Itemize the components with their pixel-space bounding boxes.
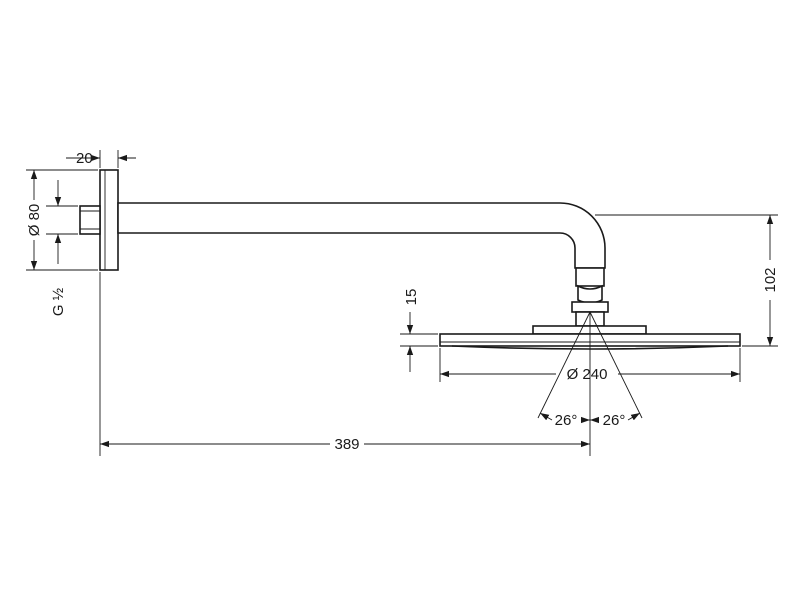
dim-flange-thickness: 20 <box>66 150 136 167</box>
label-flange-diameter: Ø 80 <box>26 204 43 237</box>
label-flange-thickness: 20 <box>76 150 93 167</box>
dim-thread: G ½ <box>50 180 67 316</box>
dim-head-thickness: 15 <box>403 289 420 372</box>
label-spray-angle-left: 26° <box>555 412 578 429</box>
wall-flange <box>99 169 119 271</box>
label-spray-angle-right: 26° <box>603 412 626 429</box>
label-arm-projection: 389 <box>334 436 359 453</box>
label-drop-height: 102 <box>762 267 779 292</box>
dim-spray-angles: 26° 26° <box>539 412 641 429</box>
label-thread: G ½ <box>50 287 67 316</box>
label-head-thickness: 15 <box>403 289 420 306</box>
dim-flange-diameter: Ø 80 <box>26 170 43 270</box>
shower-arm <box>117 202 606 269</box>
thread-connector <box>79 205 101 235</box>
label-head-diameter: Ø 240 <box>567 366 608 383</box>
dim-arm-projection: 389 <box>100 436 590 453</box>
dim-drop-height: 102 <box>762 215 779 346</box>
dim-head-diameter: Ø 240 <box>440 366 740 383</box>
spray-cone-lines <box>537 311 643 419</box>
extension-lines <box>26 150 778 456</box>
